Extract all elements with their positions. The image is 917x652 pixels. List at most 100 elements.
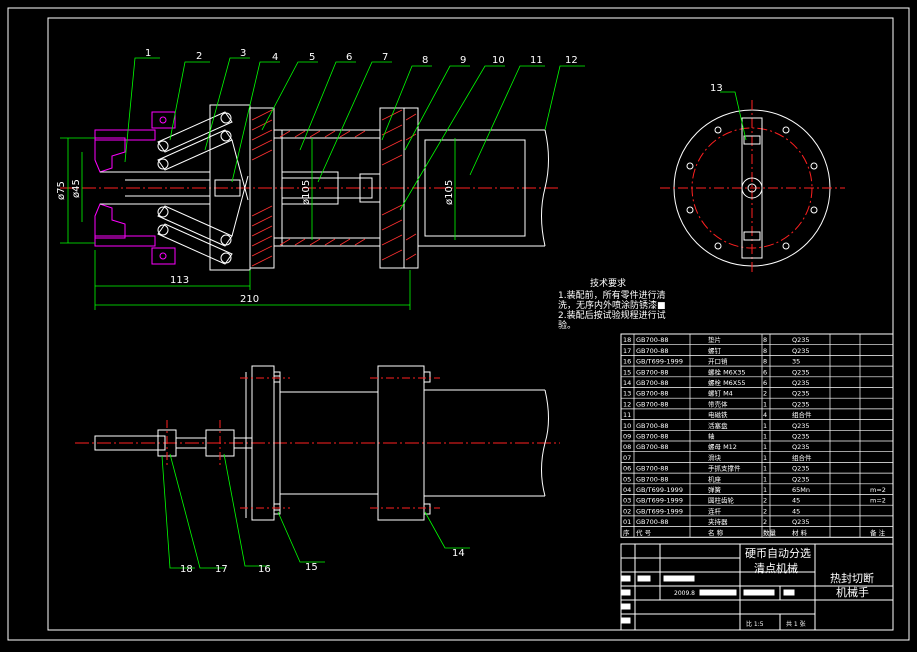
bom-cell: 螺栓 M6X55 [708,378,746,387]
bom-cell: 09 [623,433,631,441]
callout-11: 11 [530,55,543,66]
bom-cell: GB700-88 [636,518,669,526]
callout-18: 18 [180,564,193,575]
bom-cell: 螺母 M12 [708,442,737,451]
notes-line-2: 洗，无序内外喷涂防锈漆■ [558,299,666,311]
bom-cell: 8 [763,347,767,355]
bom-cell: GB700-88 [636,336,669,344]
bom-cell: 4 [763,411,767,419]
bom-cell: 13 [623,390,631,398]
callout-16: 16 [258,564,271,575]
bom-cell: 05 [623,475,631,483]
bom-cell: Q235 [792,422,810,430]
bom-cell: 带壳体 [708,399,728,408]
bom-cell: Q235 [792,368,810,376]
inner-frame [47,17,894,631]
bom-cell: 手抓支撑件 [708,464,741,473]
bom-cell: 1 [763,486,767,494]
callout-9: 9 [460,55,466,66]
bom-header-cell: 数量 [763,528,777,537]
callout-13: 13 [710,83,723,94]
top-leaders [124,57,585,211]
bom-cell: 07 [623,454,631,462]
bom-cell: 12 [623,400,631,408]
dim-d75: ø75 [56,181,67,200]
bom-cell: GB700-88 [636,390,669,398]
bom-cell: 滑块 [708,453,722,462]
bom-cell: 15 [623,368,631,376]
bom-cell: 01 [623,518,631,526]
callout-2: 2 [196,51,202,62]
bom-cell: GB700-88 [636,422,669,430]
bom-cell: 1 [763,465,767,473]
bom-cell: GB/T699-1999 [636,507,683,515]
bom-cell: 开口销 [708,357,728,366]
bom-cell: 1 [763,400,767,408]
bom-header-cell: 序 [623,528,630,537]
callout-8: 8 [422,55,428,66]
bom-cell: 08 [623,443,631,451]
bom-cell: GB700-88 [636,379,669,387]
bom-cell: Q235 [792,390,810,398]
bom-cell: 02 [623,507,631,515]
callout-7: 7 [382,52,388,63]
drawing-title-1: 热封切断 [830,571,874,585]
bottom-leaders [161,453,470,569]
bom-cell: 垫片 [708,335,721,344]
bom-cell: 03 [623,497,631,505]
callout-14: 14 [452,548,465,559]
dimension-labels: ø75 ø45 ø105 ø105 113 210 [56,179,455,305]
bom-cell: 1 [763,433,767,441]
notes-line-3: 2.装配后按试验规程进行试 [558,309,666,321]
bom-cell: Q235 [792,379,810,387]
callout-17: 17 [215,564,228,575]
bom-header-cell: 材 料 [792,528,808,537]
bom-cell: GB700-88 [636,400,669,408]
bom-cell: 螺钉 [708,346,722,355]
dim-d105-outer: ø105 [444,180,455,205]
dim-210: 210 [240,294,259,305]
bom-cell: 16 [623,358,631,366]
callout-10: 10 [492,55,505,66]
bom-cell: Q235 [792,443,810,451]
notes-line-4: 验。 [558,319,576,331]
bom-cell: 弹簧 [708,485,722,494]
bom-cell: m=2 [870,486,886,494]
bottom-callout-labels: 14 15 16 17 18 [180,548,465,575]
title-block [620,543,894,631]
callout-5: 5 [309,52,315,63]
bom-cell: 8 [763,336,767,344]
bom-cell: 活塞盘 [708,421,728,430]
bom-cell: GB700-88 [636,368,669,376]
bom-cell: 45 [792,507,800,515]
bom-cell: 夹持器 [708,517,728,526]
bom-cell: GB700-88 [636,475,669,483]
top-callout-labels: 1 2 3 4 5 6 7 8 9 10 11 12 [145,48,578,66]
bom-cell: 04 [623,486,631,494]
bom-cell: 14 [623,379,631,387]
callout-1: 1 [145,48,151,59]
plan-view [75,365,560,521]
bom-header-cell: 代 号 [636,528,652,537]
bom-cell: Q235 [792,475,810,483]
callout-12: 12 [565,55,578,66]
bom-cell: 35 [792,358,800,366]
bom-cell: GB/T699-1999 [636,358,683,366]
bom-cell: 10 [623,422,631,430]
bom-cell: Q235 [792,400,810,408]
callout-15: 15 [305,562,318,573]
end-view: 13 [660,83,845,275]
bom-cell: Q235 [792,465,810,473]
bom-header-cell: 名 称 [708,528,724,537]
scale-label: 比 1:5 [746,620,764,628]
bom-cell: 1 [763,422,767,430]
bom-cell: GB700-88 [636,465,669,473]
callout-3: 3 [240,48,246,59]
dim-d105-inner: ø105 [301,180,312,205]
bom-header-cell: 备 注 [870,528,886,537]
bom-cell: 螺钉 M4 [708,389,733,398]
bom-cell: 65Mn [792,486,810,494]
bom-cell: Q235 [792,433,810,441]
